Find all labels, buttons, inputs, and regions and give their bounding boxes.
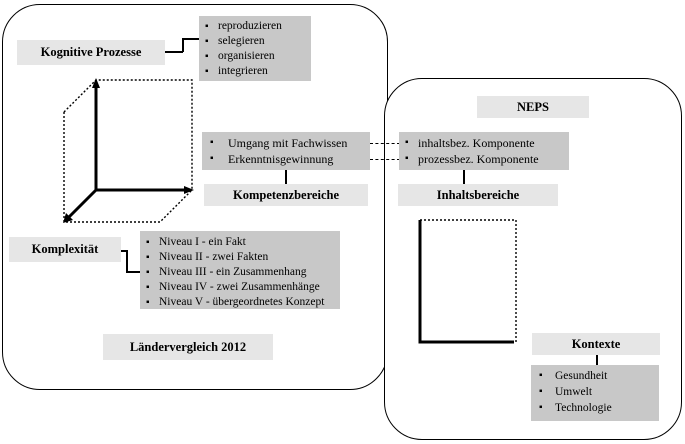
connector-kognitive-h2: [182, 38, 199, 40]
list-item: Niveau IV - zwei Zusammenhänge: [146, 280, 334, 295]
connector-komplexitaet-h1: [121, 250, 127, 252]
kompetenzbereiche-label: Kompetenzbereiche: [204, 184, 368, 206]
list-item: organisieren: [205, 49, 305, 64]
inhaltsbereiche-label-text: Inhaltsbereiche: [436, 187, 520, 202]
dashed-connector-2: [370, 159, 400, 160]
list-item: Niveau III - ein Zusammenhang: [146, 265, 334, 280]
kontexte-list-box: Gesundheit Umwelt Technologie: [531, 365, 659, 421]
list-item: inhaltsbez. Komponente: [405, 135, 563, 151]
kontexte-label-text: Kontexte: [571, 336, 621, 351]
kognitive-prozesse-label: Kognitive Prozesse: [17, 40, 165, 65]
inhaltsbereiche-list: inhaltsbez. Komponente prozessbez. Kompo…: [405, 135, 563, 167]
list-item: Niveau I - ein Fakt: [146, 235, 334, 250]
inhaltsbereiche-list-box: inhaltsbez. Komponente prozessbez. Kompo…: [399, 132, 569, 170]
list-item: Niveau II - zwei Fakten: [146, 250, 334, 265]
connector-kognitive-v: [182, 38, 184, 52]
kompetenzbereiche-list-box: Umgang mit Fachwissen Erkenntnisgewinnun…: [202, 132, 370, 170]
list-item: Umgang mit Fachwissen: [210, 135, 362, 151]
laendervergleich-title-text: Ländervergleich 2012: [129, 339, 247, 354]
komplexitaet-label: Komplexität: [9, 237, 121, 262]
kontexte-list: Gesundheit Umwelt Technologie: [539, 368, 651, 416]
kompetenzbereiche-list: Umgang mit Fachwissen Erkenntnisgewinnun…: [210, 135, 362, 167]
kognitive-prozesse-list: reproduzieren selegieren organisieren in…: [205, 19, 305, 79]
list-item: prozessbez. Komponente: [405, 151, 563, 167]
list-item: Technologie: [539, 400, 651, 416]
neps-title: NEPS: [477, 96, 589, 118]
laendervergleich-title: Ländervergleich 2012: [103, 334, 273, 360]
list-item: Niveau V - übergeordnetes Konzept: [146, 295, 334, 310]
kompetenzbereiche-label-text: Kompetenzbereiche: [233, 187, 339, 202]
connector-komplexitaet-h2: [126, 271, 140, 273]
kognitive-prozesse-label-text: Kognitive Prozesse: [40, 45, 142, 59]
connector-kognitive: [165, 51, 183, 53]
list-item: Erkenntnisgewinnung: [210, 151, 362, 167]
komplexitaet-list-box: Niveau I - ein Fakt Niveau II - zwei Fak…: [140, 231, 340, 310]
connector-kontexte: [596, 355, 598, 365]
komplexitaet-label-text: Komplexität: [31, 242, 99, 256]
kontexte-label: Kontexte: [532, 333, 660, 355]
list-item: integrieren: [205, 64, 305, 79]
connector-kompetenzbereiche: [285, 170, 287, 184]
list-item: reproduzieren: [205, 19, 305, 34]
kognitive-prozesse-list-box: reproduzieren selegieren organisieren in…: [199, 16, 311, 81]
list-item: Gesundheit: [539, 368, 651, 384]
neps-title-text: NEPS: [517, 99, 549, 114]
connector-komplexitaet-v: [126, 250, 128, 272]
connector-inhaltsbereiche: [463, 170, 465, 184]
list-item: Umwelt: [539, 384, 651, 400]
komplexitaet-list: Niveau I - ein Fakt Niveau II - zwei Fak…: [146, 235, 334, 310]
inhaltsbereiche-label: Inhaltsbereiche: [398, 184, 558, 206]
list-item: selegieren: [205, 34, 305, 49]
dashed-connector-1: [370, 143, 400, 144]
